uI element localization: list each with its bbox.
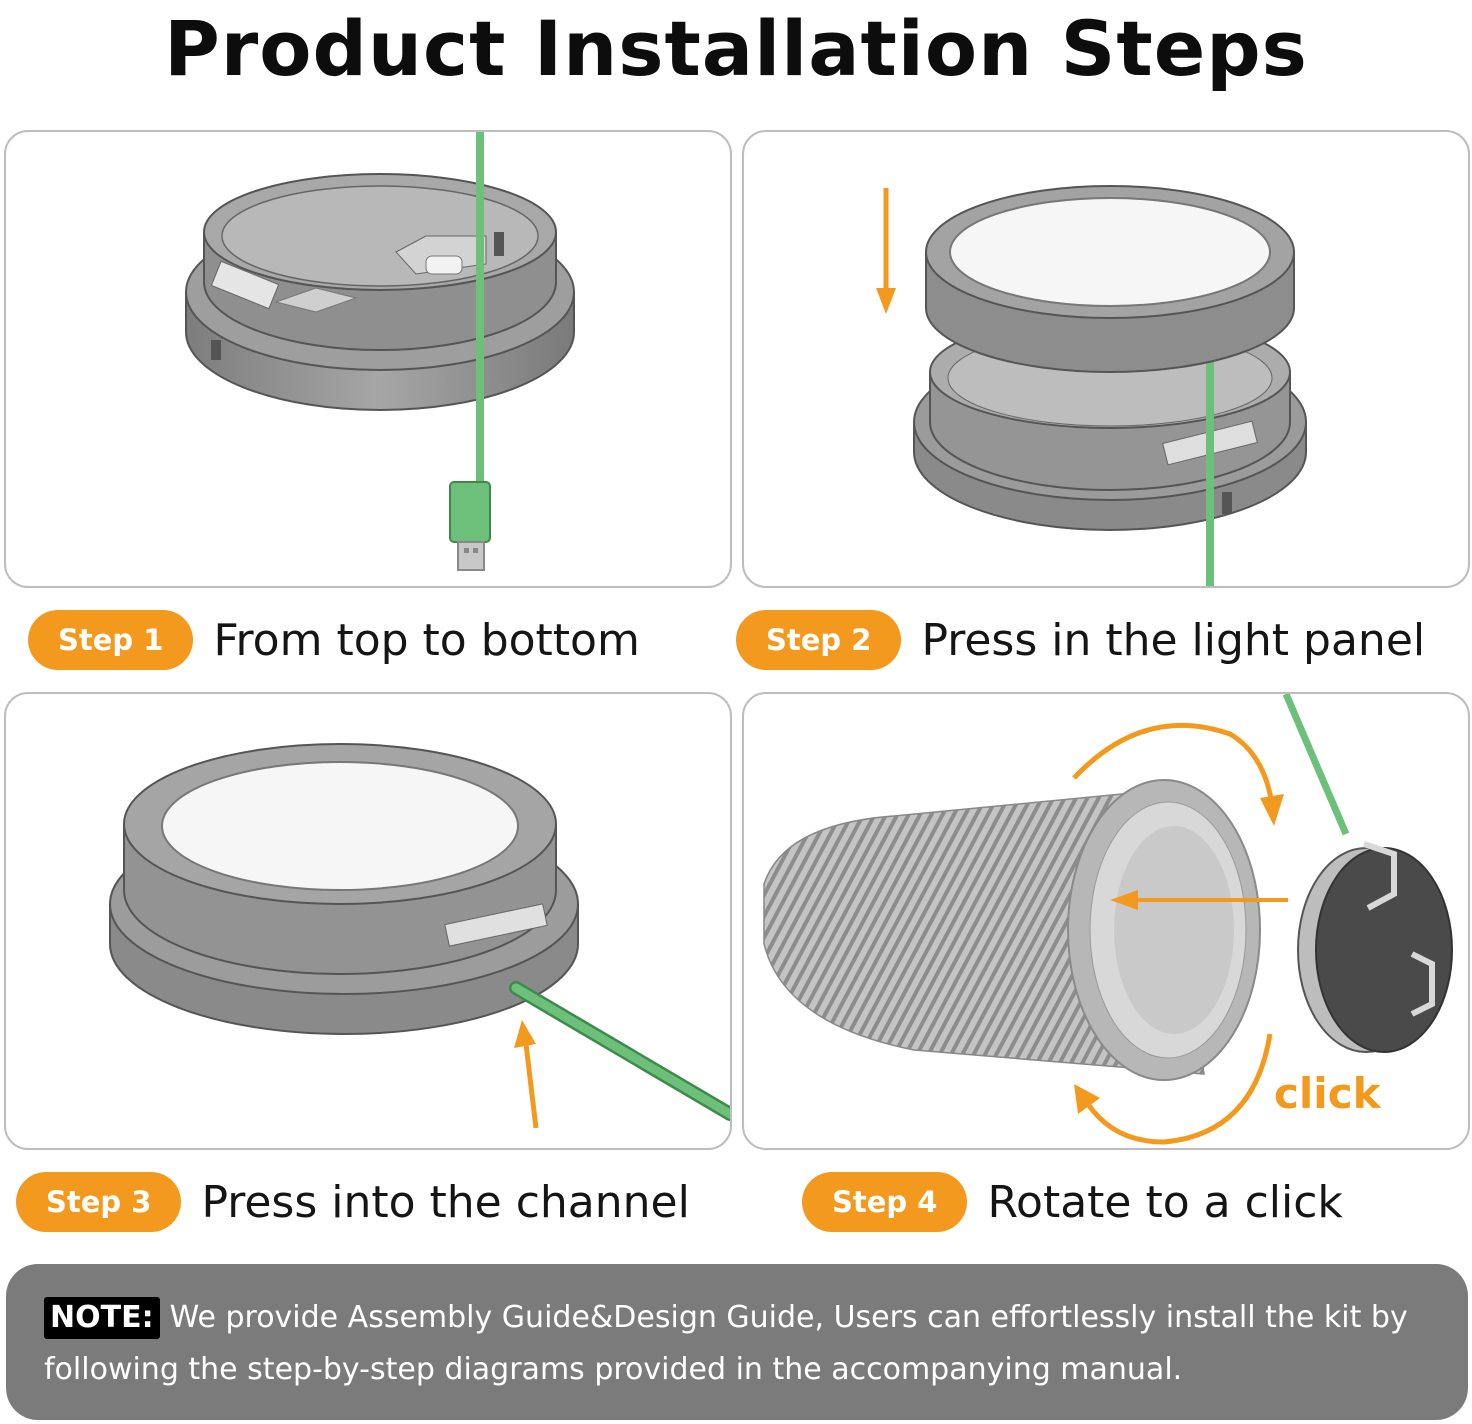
step-2-panel [742, 130, 1470, 588]
step-2-text: Press in the light panel [921, 614, 1426, 666]
step-1-illustration [185, 132, 575, 571]
note-box: NOTE:We provide Assembly Guide&Design Gu… [6, 1264, 1468, 1420]
cable [1282, 694, 1350, 836]
step-3-illustration [109, 743, 730, 1129]
step-4-badge: Step 4 [802, 1172, 968, 1232]
step-3-text: Press into the channel [201, 1176, 690, 1228]
step-2-badge: Step 2 [736, 610, 902, 670]
light-module-icon [1315, 847, 1453, 1053]
rotate-arrow-icon [1085, 1033, 1273, 1145]
step-2-illustration [876, 185, 1307, 586]
step-4-text: Rotate to a click [987, 1176, 1343, 1228]
step-4-panel: click [742, 692, 1470, 1150]
step-3-panel [4, 692, 732, 1150]
step-3-badge: Step 3 [16, 1172, 182, 1232]
arrow-up-icon [523, 1043, 539, 1129]
note-label: NOTE: [44, 1297, 160, 1339]
page-title: Product Installation Steps [164, 3, 1308, 93]
step-4-caption: Step 4 Rotate to a click [802, 1172, 1343, 1232]
step-4-illustration: click [763, 694, 1453, 1145]
cable [511, 983, 730, 1119]
note-text: We provide Assembly Guide&Design Guide, … [44, 1300, 1408, 1387]
step-3-caption: Step 3 Press into the channel [16, 1172, 690, 1232]
step-2-caption: Step 2 Press in the light panel [736, 610, 1425, 670]
step-1-panel [4, 130, 732, 588]
usb-plug-icon [449, 481, 491, 543]
step-1-badge: Step 1 [28, 610, 194, 670]
rotate-arrow-icon [1072, 722, 1275, 805]
step-1-caption: Step 1 From top to bottom [28, 610, 640, 670]
click-annotation: click [1274, 1069, 1382, 1118]
step-1-text: From top to bottom [213, 614, 640, 666]
